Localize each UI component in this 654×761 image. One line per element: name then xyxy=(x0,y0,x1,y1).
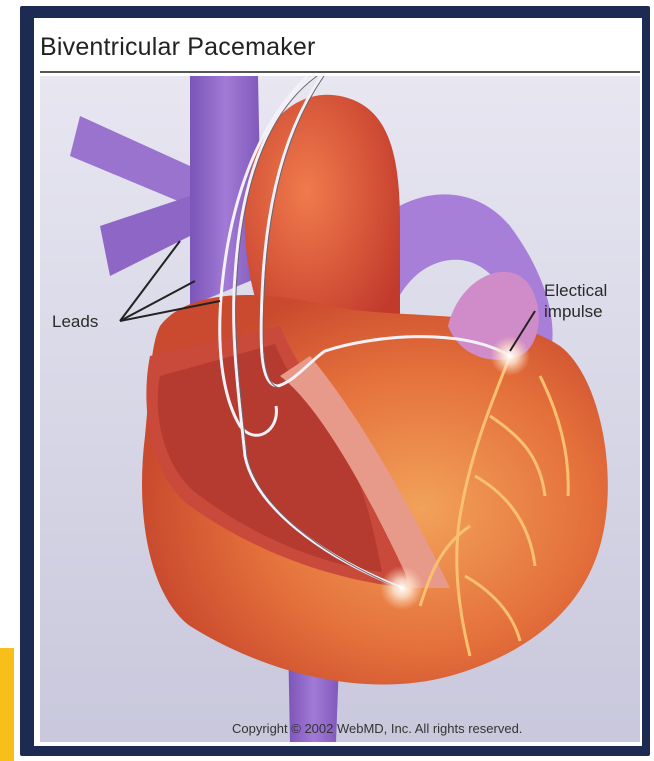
impulse-label-line2: impulse xyxy=(544,301,607,322)
yellow-side-tab xyxy=(0,648,14,761)
title-underline xyxy=(40,71,640,73)
impulse-spark-atrium xyxy=(490,336,530,376)
leads-label: Leads xyxy=(52,312,98,332)
heart-illustration xyxy=(40,76,640,742)
electrical-impulse-label: Electical impulse xyxy=(544,280,607,322)
impulse-label-line1: Electical xyxy=(544,280,607,301)
copyright-notice: Copyright © 2002 WebMD, Inc. All rights … xyxy=(232,721,522,736)
figure-title: Biventricular Pacemaker xyxy=(40,33,316,62)
impulse-spark-ventricle xyxy=(380,566,424,610)
